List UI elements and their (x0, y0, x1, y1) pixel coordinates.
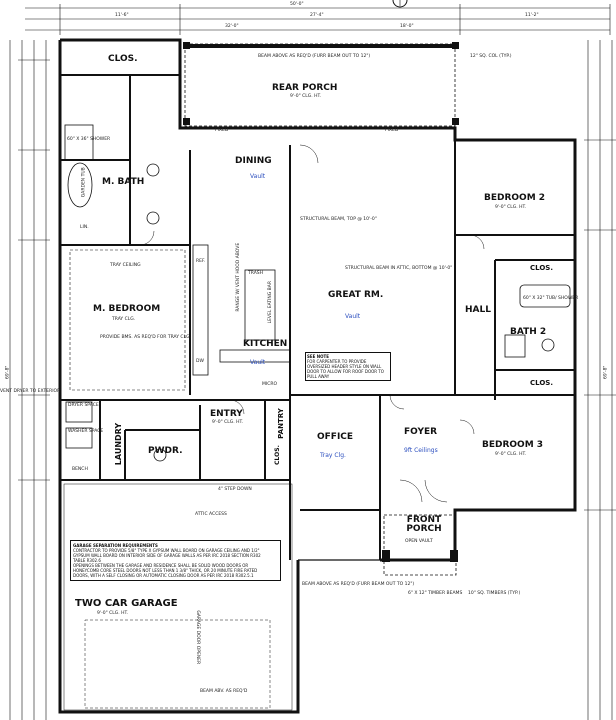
room-pwdr: PWDR. (148, 446, 183, 456)
room-garage: TWO CAR GARAGE (75, 598, 178, 609)
garden-tub-note: GARDEN TUB (81, 167, 87, 198)
room-rear-porch: REAR PORCH (272, 83, 338, 93)
dim-left-total: 69'-8" (5, 365, 11, 380)
dim-right-total: 69'-8" (603, 365, 609, 380)
dim-top-inner-1: 32'-0" (225, 24, 239, 29)
see-note-text: FOR CARPENTER TO PROVIDE OVERSIZED HEADE… (307, 359, 384, 379)
entry-clg: 9'-0" CLG. HT. (212, 420, 244, 425)
dryer-space: DRYER SPACE (68, 403, 99, 408)
dim-top-3: 11'-2" (525, 13, 539, 18)
m-bedroom-clg: TRAY CLG. (112, 317, 136, 322)
room-office: OFFICE (317, 432, 354, 442)
dim-top-total: 50'-0" (290, 2, 304, 7)
separation-line: DOORS, WITH A SELF CLOSING OR AUTOMATIC … (73, 573, 254, 578)
see-note-box: SEE NOTE FOR CARPENTER TO PROVIDE OVERSI… (305, 352, 391, 381)
bench-note: BENCH (72, 467, 88, 472)
beam-front-note: BEAM ABOVE AS REQ'D (FURR BEAM OUT TO 12… (302, 582, 415, 587)
tub-shower-note: 60" X 32" TUB/ SHOWER (523, 296, 579, 301)
room-closet2: CLOS. (530, 264, 553, 272)
washer-space: WASHER SPACE (68, 429, 104, 434)
room-clos-entry: CLOS. (273, 445, 281, 465)
ref-note: REF. (196, 259, 206, 264)
dw-note: DW (196, 359, 204, 364)
separation-line: CONTRACTOR TO PROVIDE 5/8" TYPE X GYPSUM… (73, 548, 260, 553)
garage-clg: 9'-0" CLG. HT. (97, 611, 129, 616)
room-bedroom3: BEDROOM 3 (482, 440, 544, 450)
structural-beam-top: STRUCTURAL BEAM, TOP @ 10'-0" (300, 217, 377, 222)
room-m-bath: M. BATH (102, 177, 145, 187)
room-dining: DINING (235, 156, 272, 166)
eating-bar-note: LEVEL EATING BAR (267, 281, 273, 324)
micro-note: MICRO (262, 382, 278, 387)
great-rm-note: Vault (345, 313, 361, 320)
beam-rear-note: BEAM ABOVE AS REQ'D (FURR BEAM OUT TO 12… (258, 54, 371, 59)
room-great-rm: GREAT RM. (328, 290, 384, 300)
separation-line: TABLE R302.6 (73, 558, 101, 563)
room-bath2: BATH 2 (510, 327, 547, 337)
trash-note: TRASH (248, 271, 264, 276)
structural-beam-attic: STRUCTURAL BEAM IN ATTIC, BOTTOM @ 10'-0… (345, 266, 453, 271)
bedroom2-clg: 9'-0" CLG. HT. (495, 205, 527, 210)
room-closet-master: CLOS. (108, 54, 138, 64)
shower-note: 60" X 36" SHOWER (67, 137, 111, 142)
lin-note: LIN. (80, 225, 89, 230)
col-typ-note: 12" SQ. COL (TYP.) (470, 54, 512, 59)
tray-ceiling-note: TRAY CEILING (110, 263, 141, 268)
provide-bms-note: PROVIDE BMS. AS REQ'D FOR TRAY CLG. (100, 335, 191, 340)
dim-top-inner-2: 18'-0" (400, 24, 414, 29)
room-laundry: LAUNDRY (114, 422, 124, 466)
range-note: RANGE W/ VENT HOOD ABOVE (236, 242, 242, 312)
bedroom3-clg: 9'-0" CLG. HT. (495, 452, 527, 457)
dining-note: Vault (250, 173, 266, 180)
fixed-window-1: FIXED (215, 128, 229, 133)
room-entry: ENTRY (210, 409, 243, 419)
front-porch-clg: OPEN VAULT (405, 539, 433, 544)
room-bedroom2: BEDROOM 2 (484, 193, 546, 203)
office-note: Tray Clg. (320, 452, 346, 459)
garage-separation-box: GARAGE SEPARATION REQUIREMENTS CONTRACTO… (70, 540, 281, 581)
rear-porch-clg: 9'-0" CLG. HT. (290, 94, 322, 99)
dim-top-2: 27'-4" (310, 13, 324, 18)
separation-line: OPENINGS BETWEEN THE GARAGE AND RESIDENC… (73, 563, 249, 568)
room-front-porch: FRONT PORCH (406, 515, 442, 534)
kitchen-note: Vault (250, 359, 266, 366)
garage-door-opener-note: GARAGE DOOR OPENER (195, 610, 201, 665)
timbers-typ-note: 10" SQ. TIMBERS (TYP.) (468, 591, 521, 596)
separation-line: HONEYCOMB CORE STEEL DOORS NOT LESS THAN… (73, 568, 258, 573)
step-down-note: 4" STEP DOWN (218, 487, 252, 492)
room-foyer: FOYER (404, 427, 438, 437)
fixed-window-2: FIXED (385, 128, 399, 133)
see-note-title: SEE NOTE (307, 354, 329, 359)
beam-garage-note: BEAM ABV. AS REQ'D (200, 689, 248, 694)
dim-top-1: 11'-6" (115, 13, 129, 18)
room-m-bedroom: M. BEDROOM (93, 304, 161, 314)
attic-access-note: ATTIC ACCESS (195, 512, 227, 517)
separation-line: GYPSUM WALL BOARD ON INTERIOR SIDE OF GA… (73, 553, 261, 558)
room-pantry: PANTRY (276, 408, 285, 439)
room-hall: HALL (465, 305, 491, 315)
vent-dryer-note: VENT DRYER TO EXTERIOR (0, 389, 61, 394)
foyer-note: 9ft Ceilings (404, 447, 438, 454)
separation-title: GARAGE SEPARATION REQUIREMENTS (73, 543, 158, 548)
timber-beams-note: 6" X 12" TIMBER BEAMS (408, 591, 463, 596)
room-closet3: CLOS. (530, 379, 553, 387)
room-kitchen: KITCHEN (243, 339, 288, 349)
